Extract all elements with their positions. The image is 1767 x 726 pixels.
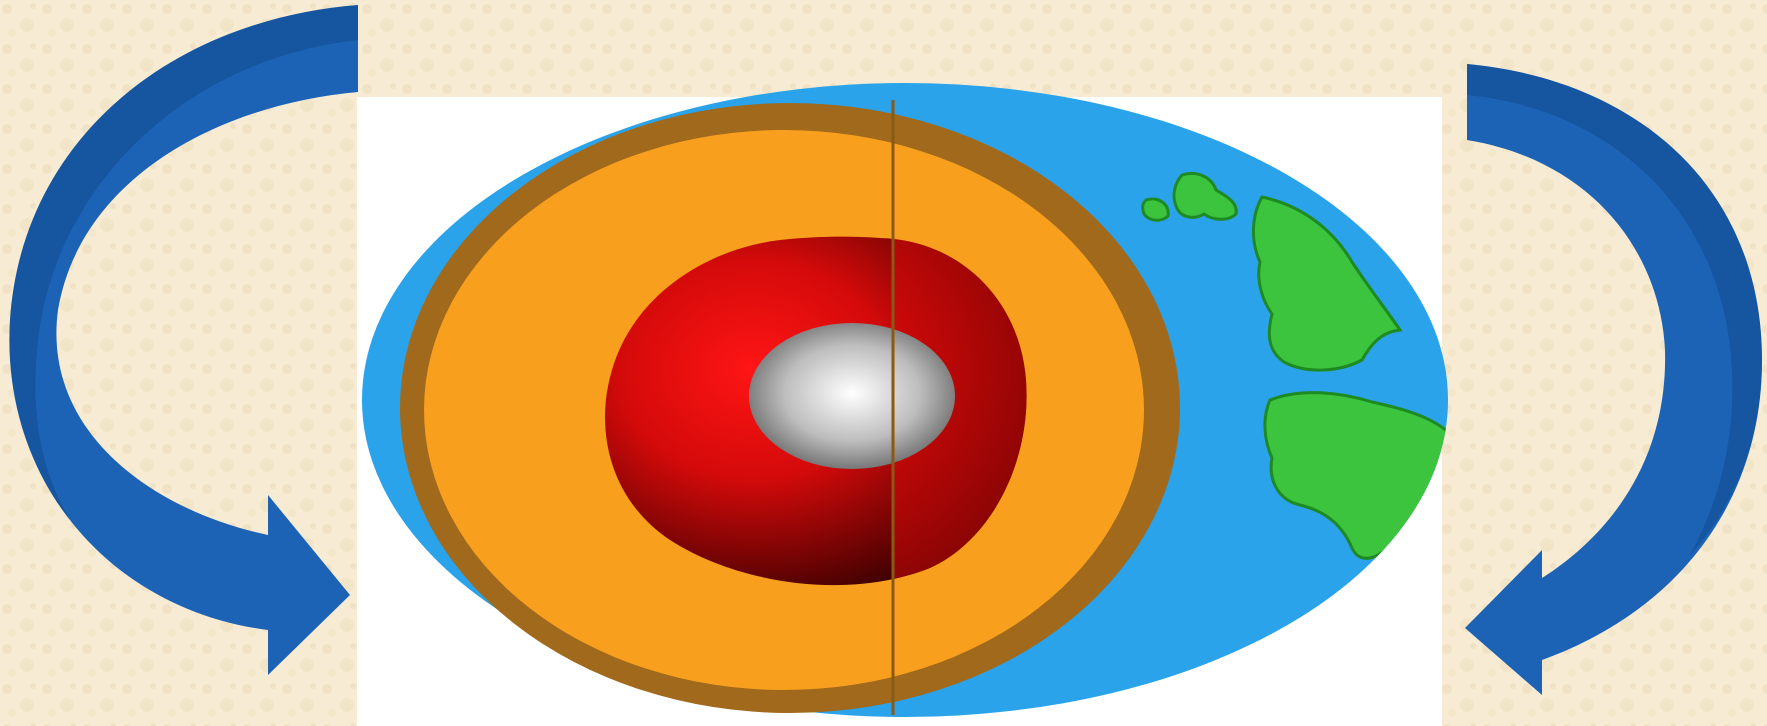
earth-cross-section	[362, 83, 1448, 717]
island-small	[1143, 199, 1169, 220]
inner-core	[749, 323, 955, 469]
